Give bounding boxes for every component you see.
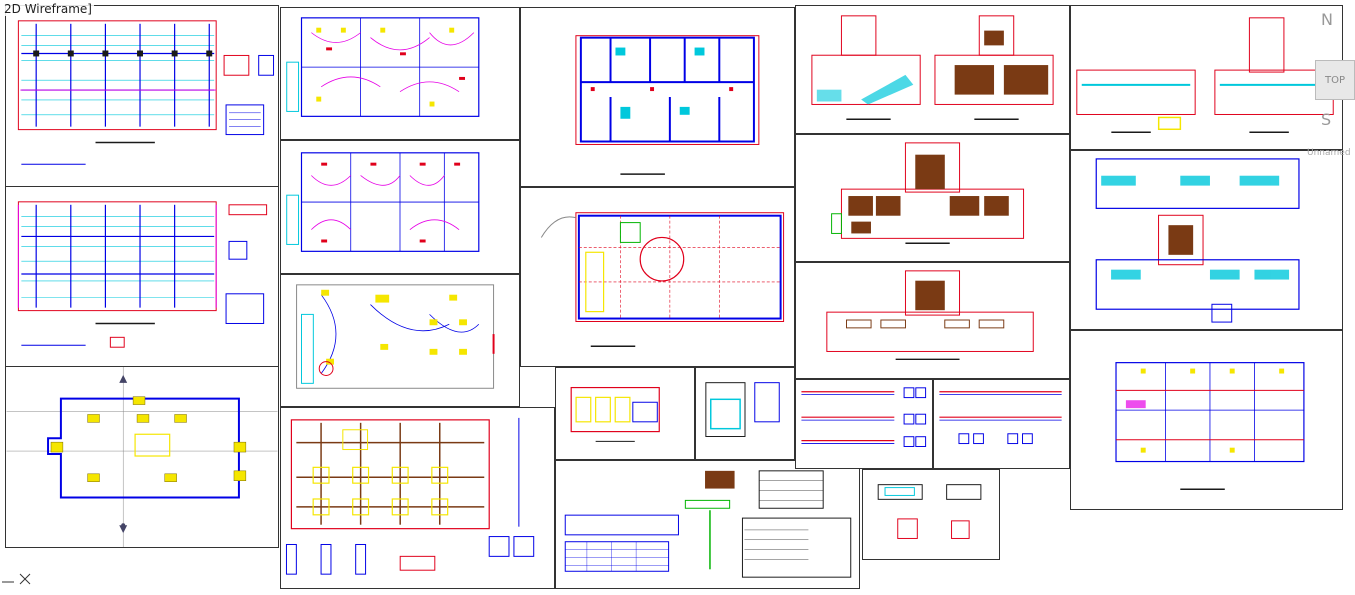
sheet-detail-a[interactable] [555,367,695,460]
sheet-architectural-plan-2[interactable] [520,187,795,367]
navigation-cube[interactable]: N TOP S Unnamed [1307,10,1355,160]
sheet-electrical-plan-1[interactable] [280,7,520,140]
sheet-beam-details-1[interactable] [795,379,933,469]
sheet-section-2[interactable] [1070,150,1343,330]
drawing-structural-plan-bottom [17,201,268,348]
navcube-top-face[interactable]: TOP [1315,60,1355,100]
sheet-structural-plan-top[interactable] [5,5,279,187]
drawing-structural-plan-top [17,20,275,165]
sheet-elevation-2[interactable] [795,134,1070,262]
drawing-elevation-2 [831,142,1025,245]
drawing-plumbing-plan [1115,362,1305,490]
sheet-tank-details[interactable] [862,469,1000,560]
drawing-detail-a [570,386,660,442]
sheet-foundation-plan[interactable] [280,407,555,589]
drawing-detail-b [705,382,780,437]
sheet-beam-details-2[interactable] [933,379,1070,469]
navcube-south-label[interactable]: S [1321,110,1332,129]
sheet-plumbing-plan[interactable] [1070,330,1343,510]
drawing-foundation-plan [285,417,535,575]
drawing-electrical-plan-1 [286,17,480,117]
drawing-schedules [564,470,852,578]
sheet-section-elevation-1[interactable] [795,5,1070,134]
sheet-detail-b[interactable] [695,367,795,460]
ucs-menu[interactable]: Unnamed [1307,148,1351,158]
sheet-lighting-plan[interactable] [280,274,520,407]
drawing-electrical-plan-2 [286,152,480,252]
drawing-architectural-plan-1 [575,35,760,175]
sheet-schedules[interactable] [555,460,860,589]
drawing-beam-details-2 [939,391,1062,445]
drawing-beam-details-1 [801,387,927,447]
sheet-architectural-plan-1[interactable] [520,7,795,187]
navcube-north-label[interactable]: N [1321,10,1333,29]
sheet-elevation-4[interactable] [1070,5,1343,150]
drawing-section-elevation-1 [811,15,1054,120]
drawing-architectural-plan-2 [540,212,785,347]
viewport-label[interactable]: 2D Wireframe] [2,2,94,16]
sheet-elevation-3[interactable] [795,262,1070,379]
sheet-structural-plan-bottom[interactable] [5,186,279,367]
drawing-site-plan [6,367,278,547]
drawing-elevation-4 [1076,17,1334,133]
sheet-electrical-plan-2[interactable] [280,140,520,274]
ucs-icon [2,573,31,585]
drawing-elevation-3 [826,270,1034,361]
drawing-section-2 [1095,158,1300,323]
drawing-lighting-plan [296,284,495,389]
sheet-site-plan[interactable] [5,366,279,548]
drawing-tank-details [877,484,982,539]
